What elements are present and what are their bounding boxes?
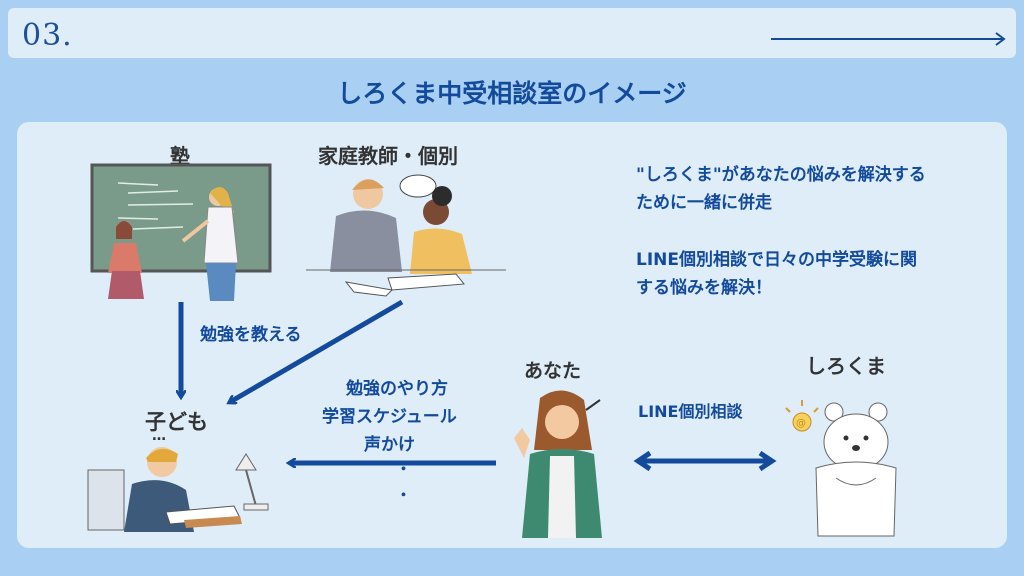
tutor-illustration xyxy=(306,174,506,297)
description-line-4: する悩みを解決！ xyxy=(636,278,772,298)
shirokuma-bear-illustration: @ xyxy=(785,400,897,537)
juku-label: 塾 xyxy=(170,144,190,168)
child-dots: … xyxy=(152,428,166,444)
shirokuma-label: しろくま xyxy=(806,354,886,378)
page-title: しろくま中受相談室のイメージ xyxy=(337,79,687,108)
arrow-right-icon xyxy=(771,32,1006,46)
line-consult-label: LINE個別相談 xyxy=(638,402,743,421)
support-line-1: 勉強のやり方 xyxy=(346,379,448,399)
arrow-tutor-to-child xyxy=(230,299,404,402)
svg-text:@: @ xyxy=(796,418,806,429)
description-line-1: "しろくま"があなたの悩みを解決する xyxy=(636,165,926,185)
teach-label: 勉強を教える xyxy=(200,325,302,345)
tutor-label: 家庭教師・個別 xyxy=(318,144,458,168)
description-line-3: LINE個別相談で日々の中学受験に関 xyxy=(636,250,917,270)
juku-classroom-illustration xyxy=(90,163,272,301)
you-label: あなた xyxy=(524,360,582,382)
description-line-2: ために一緒に併走 xyxy=(636,193,772,213)
section-number: 03. xyxy=(22,18,73,53)
support-dot-2: ・ xyxy=(396,486,412,504)
support-line-3: 声かけ xyxy=(364,435,415,455)
arrow-you-shirokuma xyxy=(633,450,777,472)
support-line-2: 学習スケジュール xyxy=(322,407,457,427)
child-studying-illustration xyxy=(87,447,269,532)
you-woman-illustration xyxy=(514,390,602,538)
top-bar: 03. xyxy=(8,8,1016,58)
child-label: 子ども xyxy=(145,410,208,434)
